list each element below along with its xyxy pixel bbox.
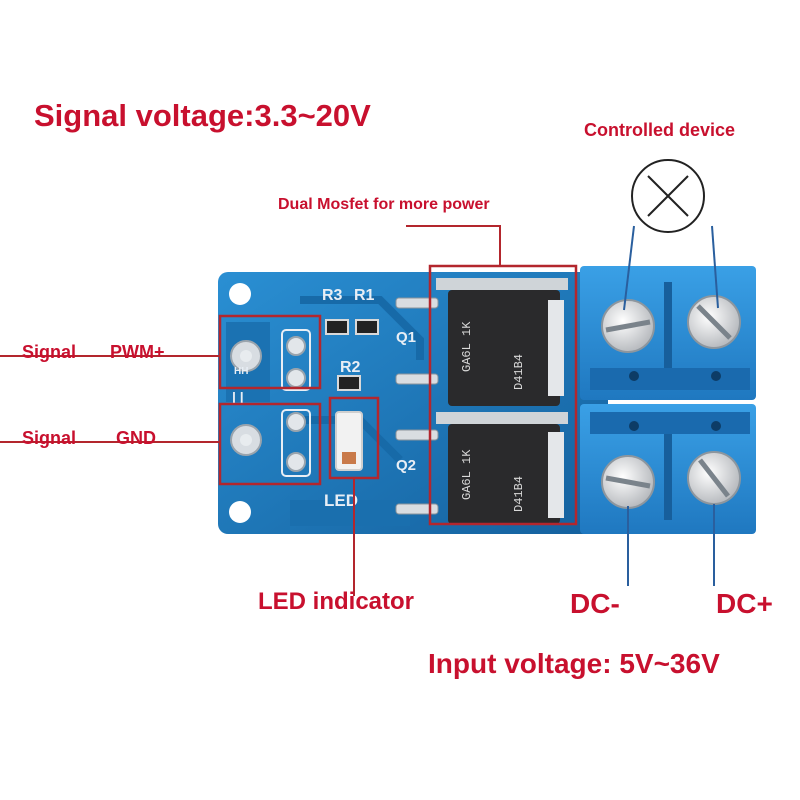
pwm-pins-highlight: [218, 314, 322, 390]
terminal-block-top: [580, 266, 756, 400]
chip-q2-line2: D41B4: [512, 476, 526, 512]
dual-mosfet-label: Dual Mosfet for more power: [278, 196, 490, 213]
signal-pwm-left-label: Signal: [22, 342, 77, 362]
mosfet-highlight: [428, 264, 578, 526]
signal-pwm-right-label: PWM+: [110, 342, 165, 362]
mosfet-q1: [436, 278, 568, 406]
led-component: [335, 411, 363, 471]
led-indicator-label: LED indicator: [258, 588, 415, 615]
mosfet-leader: [406, 225, 501, 266]
chip-q2-line1: GA6L 1K: [460, 449, 474, 500]
silk-r3: R3: [322, 287, 343, 304]
mosfet-q2: [436, 412, 568, 524]
chip-q1-line1: GA6L 1K: [460, 321, 474, 372]
controlled-device-icon: [631, 159, 705, 233]
input-voltage-label: Input voltage: 5V~36V: [428, 648, 720, 679]
dc-minus-label: DC-: [570, 588, 620, 619]
silk-q1: Q1: [396, 329, 416, 346]
silk-separator: | |: [232, 389, 244, 405]
controlled-device-label: Controlled device: [584, 120, 736, 140]
terminal-block-bottom: [580, 404, 756, 534]
silk-led: LED: [324, 491, 358, 510]
smd-resistors: [325, 319, 379, 391]
silk-q2: Q2: [396, 457, 416, 474]
signal-gnd-right-label: GND: [116, 428, 156, 448]
highlight-boxes: [218, 264, 578, 526]
signal-gnd-left-label: Signal: [22, 428, 77, 448]
silk-r1: R1: [354, 287, 375, 304]
gnd-pins-highlight: [218, 402, 322, 486]
silk-r2: R2: [340, 359, 361, 376]
leader-lines: [0, 225, 501, 596]
signal-voltage-label: Signal voltage:3.3~20V: [34, 98, 371, 133]
chip-q1-line2: D41B4: [512, 354, 526, 390]
device-wires: [623, 225, 719, 586]
mosfet-legs: [395, 297, 439, 515]
dc-plus-label: DC+: [716, 588, 773, 619]
silk-pad-label: HH: [234, 366, 248, 377]
